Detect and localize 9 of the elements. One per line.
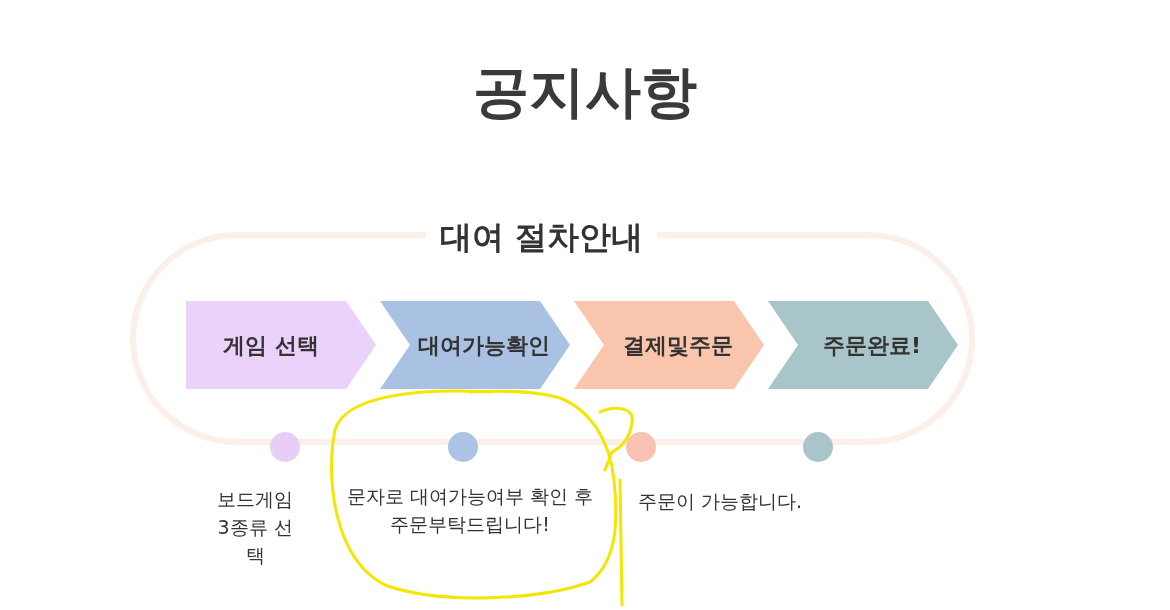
page-title: 공지사항 xyxy=(472,58,698,126)
step-label: 대여가능확인 xyxy=(417,332,551,360)
step-description: 보드게임 3종류 선택 xyxy=(216,487,294,568)
step-description: 주문이 가능합니다. xyxy=(636,489,804,514)
step-label: 주문완료! xyxy=(821,332,922,360)
step-label: 결제및주문 xyxy=(622,332,734,360)
process-step xyxy=(186,301,376,389)
step-description: 문자로 대여가능여부 확인 후 주문부탁드립니다! xyxy=(345,484,595,537)
step-label: 게임 선택 xyxy=(222,332,320,360)
